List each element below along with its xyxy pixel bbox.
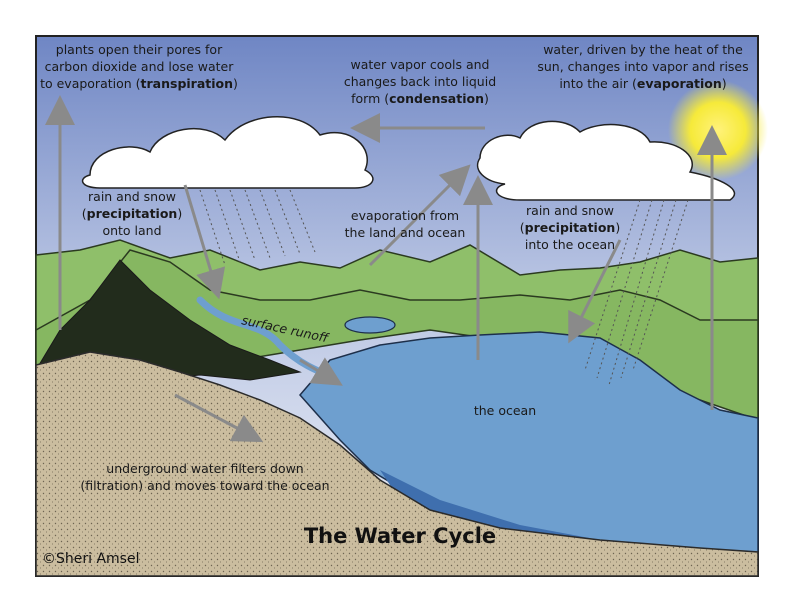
precipitation-land-label: rain and snow (precipitation) onto land — [81, 189, 183, 238]
ground-cross-section — [35, 351, 759, 577]
condensation-label: water vapor cools and changes back into … — [343, 57, 497, 106]
ocean-label: the ocean — [473, 403, 537, 418]
copyright-credit: ©Sheri Amsel — [42, 551, 140, 567]
process-arrows — [45, 95, 727, 443]
evaporation-land-ocean-label: evaporation from the land and ocean — [344, 208, 466, 240]
cloud-icon — [81, 116, 374, 189]
runoff-arrow — [299, 357, 343, 386]
rain-ocean — [584, 199, 689, 386]
evaporation-label: water, driven by the heat of the sun, ch… — [537, 42, 749, 91]
diagram-title: The Water Cycle — [303, 524, 497, 548]
evaporation-land-arrow-2 — [368, 164, 471, 267]
rain-land — [199, 189, 316, 266]
transpiration-label: plants open their pores for carbon dioxi… — [40, 42, 238, 91]
cloud-icon — [476, 120, 736, 201]
filtration-arrow — [174, 393, 264, 443]
filtration-label: underground water filters down (filtrati… — [80, 461, 330, 493]
precipitation-ocean-label: rain and snow (precipitation) into the o… — [519, 203, 621, 252]
lake — [344, 316, 396, 334]
precipitation-land-arrow — [183, 184, 226, 300]
precipitation-ocean-arrow — [568, 239, 622, 344]
